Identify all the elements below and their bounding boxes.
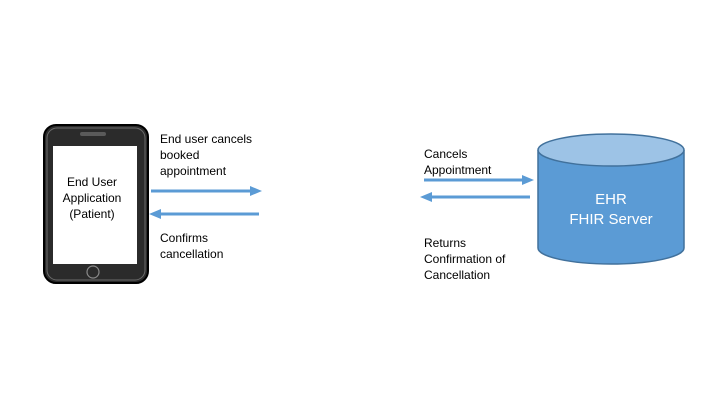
cylinder-top xyxy=(537,133,685,167)
right-request-arrow xyxy=(424,175,534,185)
server-label: EHR FHIR Server xyxy=(569,191,653,228)
speaker-grille xyxy=(80,132,106,136)
right-response-label: Returns Confirmation of Cancellation xyxy=(424,236,506,282)
left-response-label: Confirms cancellation xyxy=(160,231,224,261)
home-button xyxy=(86,265,100,279)
database-cylinder-icon xyxy=(537,133,685,265)
phone-screen xyxy=(53,146,137,264)
phone-app-label: End User Application (Patient) xyxy=(62,175,122,221)
left-request-label: End user cancels booked appointment xyxy=(160,132,253,178)
smartphone-icon xyxy=(43,124,149,284)
right-response-arrow xyxy=(420,192,530,202)
left-request-arrow xyxy=(151,186,262,196)
left-response-arrow xyxy=(149,209,259,219)
right-request-label: Cancels Appointment xyxy=(424,147,492,177)
